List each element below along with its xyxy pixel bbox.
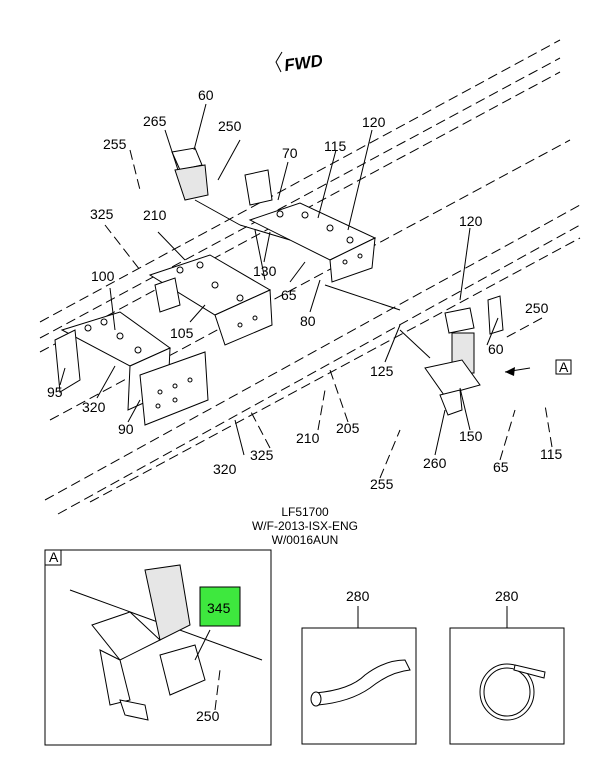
callout-95: 95 bbox=[47, 384, 63, 400]
upper-mount-assembly bbox=[171, 147, 291, 281]
callout-90: 90 bbox=[118, 421, 134, 437]
forward-arrow-icon bbox=[275, 51, 283, 73]
callout-120: 120 bbox=[362, 114, 386, 130]
callout-60: 60 bbox=[488, 341, 504, 357]
callout-105: 105 bbox=[170, 325, 194, 341]
caption-line-1: LF51700 bbox=[281, 505, 329, 519]
callout-260: 260 bbox=[423, 455, 447, 471]
callout-70: 70 bbox=[282, 145, 298, 161]
callout-60: 60 bbox=[198, 87, 214, 103]
callout-130: 130 bbox=[253, 263, 277, 279]
callout-250: 250 bbox=[525, 300, 549, 316]
rear-suspension-assembly bbox=[324, 284, 504, 416]
callout-65: 65 bbox=[493, 459, 509, 475]
figure-caption: LF51700 W/F-2013-ISX-ENG W/0016AUN bbox=[252, 505, 358, 547]
caption-line-3: W/0016AUN bbox=[272, 533, 339, 547]
callout-320: 320 bbox=[82, 399, 106, 415]
highlight-345[interactable] bbox=[199, 586, 241, 627]
callout-65: 65 bbox=[281, 287, 297, 303]
callout-115: 115 bbox=[324, 138, 347, 154]
callout-115: 115 bbox=[540, 446, 563, 462]
callout-205: 205 bbox=[336, 420, 360, 436]
callout-150: 150 bbox=[459, 428, 483, 444]
callout-250: 250 bbox=[218, 118, 242, 134]
detail-a-tag: A bbox=[49, 549, 59, 565]
callout-125: 125 bbox=[370, 363, 394, 379]
hose-callout-280: 280 bbox=[346, 588, 370, 604]
highlight-345-label: 345 bbox=[207, 600, 231, 616]
callout-120: 120 bbox=[459, 213, 483, 229]
detail-a-panel: A 345 250 bbox=[44, 549, 272, 746]
hose-detail-panel: 280 bbox=[301, 588, 417, 745]
front-crossmember bbox=[54, 311, 209, 426]
detail-a-callout-250: 250 bbox=[196, 708, 220, 724]
callout-255: 255 bbox=[370, 476, 394, 492]
callout-255: 255 bbox=[103, 136, 127, 152]
leader-lines bbox=[59, 103, 553, 479]
rear-crossmember bbox=[248, 202, 377, 283]
callout-265: 265 bbox=[143, 113, 167, 129]
callout-320: 320 bbox=[213, 461, 237, 477]
view-reference-box bbox=[555, 359, 572, 375]
callout-210: 210 bbox=[143, 207, 167, 223]
callout-325: 325 bbox=[90, 206, 114, 222]
callout-labels: 60 265 250 255 70 115 120 325 210 100 13… bbox=[47, 87, 572, 492]
clamp-detail-panel: 280 bbox=[449, 588, 565, 745]
caption-line-2: W/F-2013-ISX-ENG bbox=[252, 519, 358, 533]
fwd-indicator: FWD bbox=[275, 51, 324, 75]
callout-100: 100 bbox=[91, 268, 115, 284]
fwd-label: FWD bbox=[283, 51, 324, 75]
callout-325: 325 bbox=[250, 447, 274, 463]
callout-80: 80 bbox=[300, 313, 316, 329]
callout-210: 210 bbox=[296, 430, 320, 446]
middle-crossmember bbox=[148, 254, 273, 346]
clamp-callout-280: 280 bbox=[495, 588, 519, 604]
view-reference-a: A bbox=[559, 359, 569, 375]
